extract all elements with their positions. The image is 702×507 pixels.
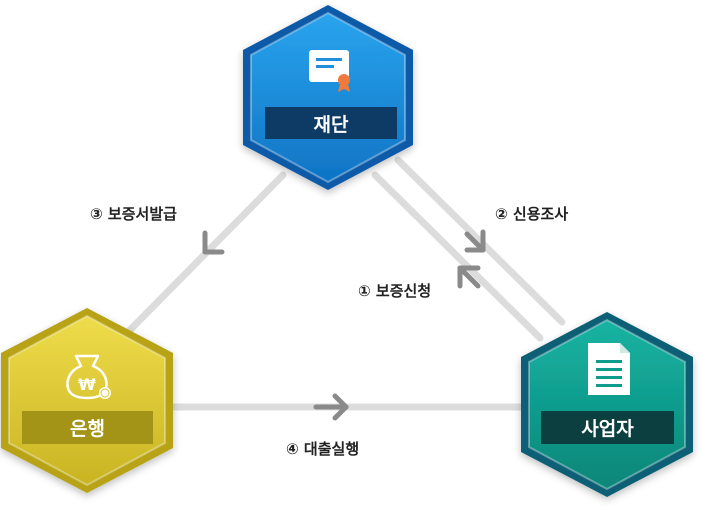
bank-node xyxy=(1,308,173,493)
connector-lines xyxy=(121,156,566,411)
business-label: 사업자 xyxy=(581,418,634,440)
foundation-label-box xyxy=(265,107,397,139)
bank-label-box xyxy=(22,411,153,444)
certificate-icon xyxy=(309,50,350,92)
arrow-credit-icon xyxy=(464,229,486,253)
foundation-node xyxy=(243,5,413,190)
bank-label: 은행 xyxy=(70,418,105,440)
business-node xyxy=(521,312,693,497)
document-icon xyxy=(588,343,630,395)
edge-label-apply: ① 보증신청 xyxy=(358,282,432,300)
foundation-label: 재단 xyxy=(313,113,349,136)
edge-label-issue: ③ 보증서발급 xyxy=(90,205,177,223)
arrow-issue-icon xyxy=(202,230,225,255)
business-label-box xyxy=(541,411,674,444)
edge-label-credit: ② 신용조사 xyxy=(495,205,569,223)
arrow-apply-icon xyxy=(457,265,481,289)
arrow-loan-icon xyxy=(313,393,349,421)
money-bag-icon: ₩ xyxy=(66,354,111,400)
svg-text:₩: ₩ xyxy=(78,375,96,394)
edge-label-loan: ④ 대출실행 xyxy=(286,440,360,458)
